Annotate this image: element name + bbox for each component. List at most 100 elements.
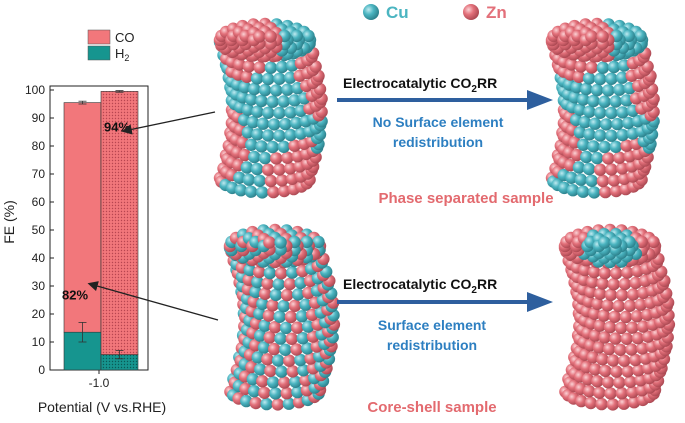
- zn-atom: [624, 375, 637, 388]
- chart-bars: [63, 90, 139, 371]
- co-bar: [63, 102, 102, 333]
- cu-atom: [241, 103, 255, 117]
- cu-atom: [272, 278, 285, 291]
- cu-atom: [284, 106, 297, 119]
- cu-atom: [605, 72, 618, 86]
- zn-atom: [593, 319, 606, 332]
- cu-atom: [262, 106, 275, 120]
- cu-atom: [253, 174, 266, 187]
- y-tick-label: 100: [25, 83, 45, 97]
- atom-legend: Cu Zn: [363, 3, 507, 22]
- nanoparticles: [213, 17, 676, 411]
- cu-atom: [594, 106, 607, 120]
- zn-atom: [280, 387, 293, 400]
- zn-atom: [597, 309, 611, 322]
- y-tick-label: 80: [32, 139, 46, 153]
- zn-atom: [617, 397, 631, 410]
- cu-atom: [245, 93, 258, 106]
- fe-annotation: 82%: [62, 287, 88, 302]
- zn-atom: [596, 174, 610, 188]
- zn-atom: [616, 162, 629, 175]
- cu-atom: [607, 60, 621, 74]
- zn-atom: [599, 364, 612, 378]
- cu-atom: [275, 365, 288, 378]
- zn-atom: [610, 184, 623, 198]
- zn-atom: [288, 139, 301, 152]
- zn-atom: [604, 387, 617, 400]
- zn-atom: [589, 363, 602, 376]
- cu-atom: [590, 151, 604, 165]
- zn-atom: [603, 321, 617, 334]
- zn-atom: [613, 376, 626, 389]
- cu-atom: [250, 162, 264, 176]
- cu-atom: [290, 116, 303, 130]
- zn-atom: [612, 299, 625, 313]
- cu-atom: [572, 161, 586, 174]
- zn-atom: [575, 394, 588, 408]
- bottom-process-arrow: [337, 292, 553, 312]
- cu-atom: [611, 117, 624, 131]
- y-tick-label: 70: [32, 167, 46, 181]
- zn-atom: [613, 151, 626, 164]
- zn-atom: [623, 299, 637, 312]
- cu-atom: [273, 310, 286, 323]
- zn-atom: [605, 163, 618, 176]
- zn-atom: [286, 365, 299, 378]
- cu-atom: [577, 93, 590, 106]
- zn-atom: [631, 332, 644, 345]
- cu-atom: [609, 236, 622, 249]
- zn-atom: [627, 288, 640, 301]
- bottom-desc-line1: Surface element: [378, 317, 486, 333]
- zn-atom: [604, 288, 618, 302]
- cu-atom: [296, 332, 309, 345]
- zn-atom: [596, 277, 609, 290]
- cu-atom: [246, 373, 259, 386]
- cu-atom: [269, 288, 283, 302]
- cu-atom: [576, 185, 590, 198]
- zn-atom: [238, 148, 251, 162]
- zn-atom: [636, 342, 649, 355]
- chart-annotations: 94%82%: [62, 111, 219, 321]
- cu-atom: [248, 150, 261, 164]
- pointer-arrow-82: [87, 281, 219, 321]
- zn-atom: [263, 331, 276, 344]
- zn-swatch: [463, 4, 479, 20]
- zn-atom: [270, 152, 283, 165]
- zn-atom: [593, 386, 606, 399]
- zn-atom: [280, 288, 294, 302]
- cu-atom: [294, 353, 307, 367]
- zn-atom: [586, 351, 599, 364]
- cu-atom: [251, 351, 264, 364]
- zn-atom: [621, 365, 634, 378]
- cu-atom: [273, 129, 286, 142]
- cu-atom: [277, 140, 290, 153]
- cu-atom: [598, 95, 611, 108]
- cu-label: Cu: [386, 3, 409, 22]
- zn-atom: [620, 332, 633, 345]
- cu-atom: [264, 61, 278, 74]
- cu-atom: [284, 71, 297, 84]
- cu-atom: [273, 72, 286, 86]
- zn-atom: [261, 277, 274, 290]
- zn-atom: [278, 184, 291, 198]
- top-desc-line2: redistribution: [393, 134, 483, 150]
- cu-atom: [281, 83, 294, 96]
- cu-atom: [274, 332, 287, 345]
- cu-atom: [271, 354, 285, 367]
- zn-atom: [253, 61, 266, 74]
- cu-atom: [262, 129, 275, 142]
- cu-atom: [260, 397, 273, 411]
- cu-atom: [238, 80, 251, 94]
- top-desc-line1: No Surface element: [373, 114, 504, 130]
- zn-atom: [262, 163, 275, 176]
- zn-atom: [629, 276, 642, 290]
- cu-atom: [243, 263, 256, 277]
- zn-atom: [291, 321, 304, 334]
- cu-atom: [596, 61, 610, 74]
- x-axis-label: Potential (V vs.RHE): [38, 399, 166, 415]
- zn-atom: [253, 265, 266, 279]
- cu-atom: [246, 116, 260, 129]
- cu-atom: [565, 171, 578, 184]
